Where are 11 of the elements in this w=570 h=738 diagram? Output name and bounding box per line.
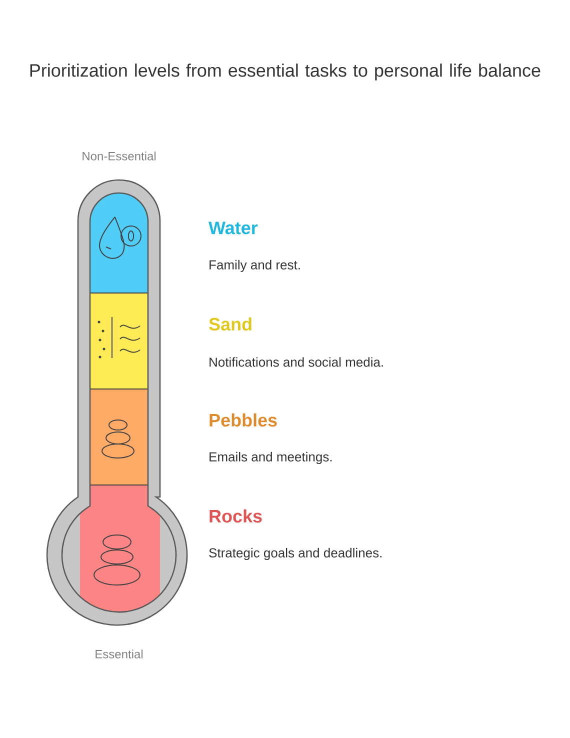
category-description: Emails and meetings. xyxy=(210,452,332,464)
category-description: Strategic goals and deadlines. xyxy=(209,548,382,560)
category-heading: Pebbles xyxy=(210,413,277,427)
category-heading: Rocks xyxy=(210,509,262,523)
category-description: Family and rest. xyxy=(210,260,300,272)
category-heading: Sand xyxy=(209,317,252,331)
title: Prioritization levels from essential tasks to personal life balance xyxy=(30,64,540,80)
scale-label: Essential xyxy=(96,650,143,658)
category-description: Notifications and social media. xyxy=(210,357,383,367)
scale-label: Non-Essential xyxy=(82,152,156,160)
category-heading: Water xyxy=(208,222,258,234)
